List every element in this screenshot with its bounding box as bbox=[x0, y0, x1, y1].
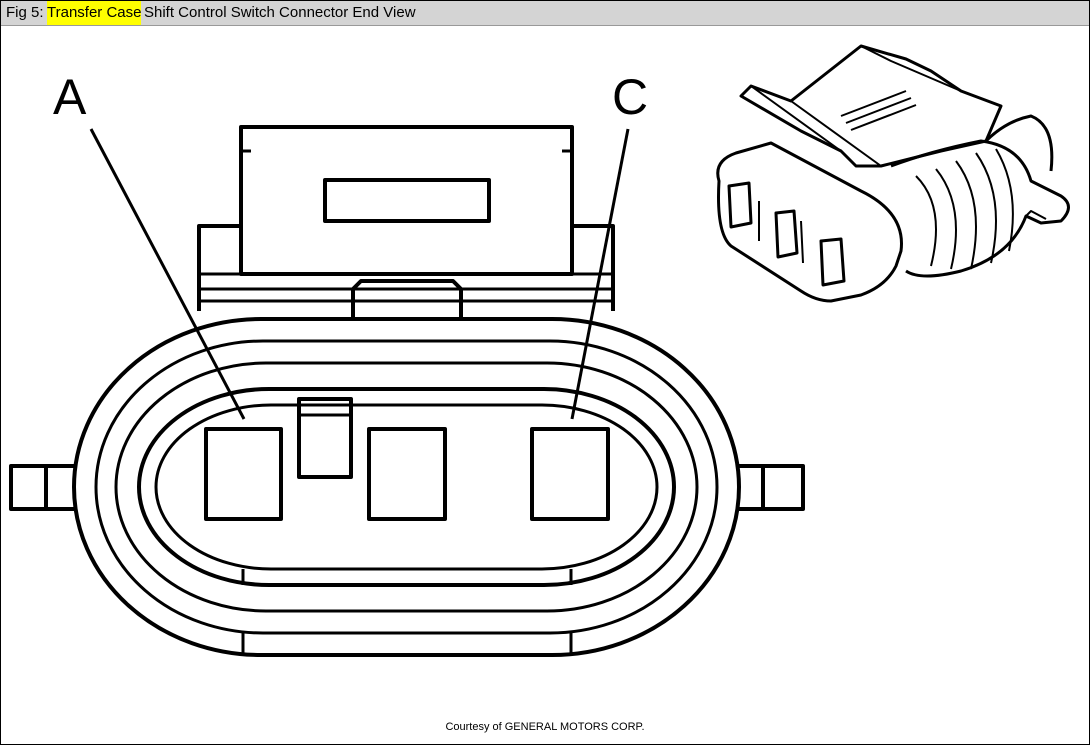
courtesy-footer: Courtesy of GENERAL MOTORS CORP. bbox=[445, 721, 645, 733]
pin-a-label: A bbox=[53, 69, 87, 125]
leader-line-c bbox=[570, 128, 630, 420]
left-mounting-tab bbox=[9, 464, 76, 511]
pin-c-label: C bbox=[612, 69, 648, 125]
terminal-cavity-a bbox=[204, 427, 283, 521]
latch-window bbox=[323, 178, 491, 223]
leader-line-a bbox=[89, 128, 246, 420]
figure-title: Shift Control Switch Connector End View bbox=[144, 4, 416, 21]
title-highlight: Transfer Case bbox=[47, 1, 142, 25]
right-mounting-tab bbox=[738, 464, 805, 511]
terminal-cavity-b bbox=[367, 427, 447, 521]
connector-isometric-view bbox=[716, 44, 1070, 303]
connector-latch-housing bbox=[197, 125, 615, 321]
figure-title-bar: Fig 5: Transfer Case Shift Control Switc… bbox=[1, 1, 1089, 26]
connector-diagram: A C bbox=[9, 44, 1070, 657]
terminal-cavity-c bbox=[530, 427, 610, 521]
connector-body bbox=[72, 317, 741, 657]
figure-number: Fig 5: bbox=[6, 4, 44, 21]
polarization-key bbox=[297, 397, 353, 479]
